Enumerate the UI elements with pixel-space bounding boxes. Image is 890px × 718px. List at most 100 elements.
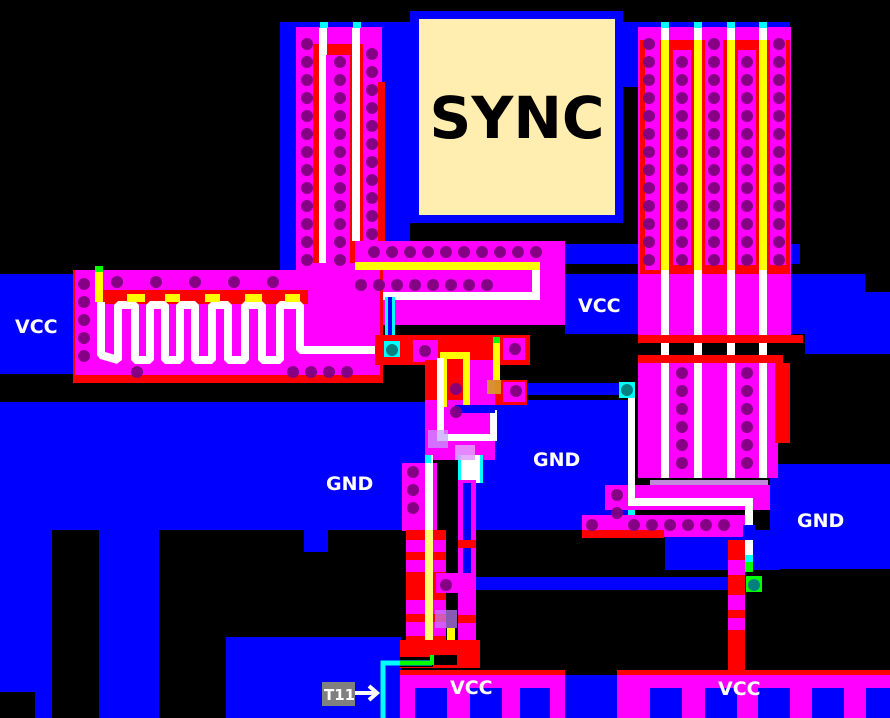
via-dot	[741, 56, 753, 68]
via-dot	[676, 457, 688, 469]
via-dot	[267, 276, 279, 288]
via-dot	[301, 200, 313, 212]
trace	[727, 363, 735, 478]
via-dot	[708, 254, 720, 266]
via-dot	[741, 254, 753, 266]
via-dot	[301, 218, 313, 230]
net-label-vcc-bottom-left: VCC	[450, 677, 493, 699]
via-dot	[287, 366, 299, 378]
via-dot	[301, 74, 313, 86]
via-dot	[708, 74, 720, 86]
via-dot	[643, 110, 655, 122]
gnd-plane-left	[0, 402, 425, 530]
via-dot	[78, 314, 90, 326]
contact-orange	[487, 380, 501, 394]
via-dot	[366, 138, 378, 150]
via-dot	[741, 182, 753, 194]
via-dot	[150, 276, 162, 288]
poly-edge	[378, 82, 385, 242]
comb-gap	[866, 688, 890, 718]
via-dot	[301, 110, 313, 122]
via-dot	[708, 56, 720, 68]
via-dot	[78, 296, 90, 308]
comb-gap	[705, 688, 737, 718]
via-dot	[773, 56, 785, 68]
via-dot	[741, 218, 753, 230]
via-dot	[741, 74, 753, 86]
comb-gap	[415, 688, 447, 718]
contact-green	[493, 337, 500, 343]
contact	[661, 22, 669, 28]
trace	[661, 363, 669, 478]
via-teal	[748, 579, 760, 591]
via-dot	[773, 74, 785, 86]
via-dot	[301, 146, 313, 158]
via-dot	[773, 182, 785, 194]
via-dot	[700, 519, 712, 531]
gate-horizontal	[355, 262, 540, 270]
transistor-lower-stack[interactable]	[400, 455, 480, 668]
poly-edge	[775, 363, 790, 443]
via-dot	[78, 332, 90, 344]
contact-green	[745, 562, 753, 572]
via-dot	[391, 279, 403, 291]
via-dot	[450, 383, 462, 395]
via-dot	[189, 276, 201, 288]
gate-top	[440, 352, 470, 359]
via-dot	[494, 246, 506, 258]
via-dot	[676, 421, 688, 433]
via-dot	[341, 366, 353, 378]
via-dot	[366, 84, 378, 96]
metal-slot	[463, 483, 471, 573]
contact-top-1	[320, 22, 328, 28]
via-dot	[643, 92, 655, 104]
via-dot	[773, 218, 785, 230]
contact	[694, 22, 702, 28]
via-dot	[676, 439, 688, 451]
terminal-t11[interactable]: T11	[322, 682, 381, 706]
trace	[628, 390, 635, 505]
via-dot	[334, 128, 346, 140]
via-dot	[301, 236, 313, 248]
trace	[319, 28, 327, 274]
gate	[727, 40, 735, 270]
via-dot	[334, 146, 346, 158]
resistor-serpentine[interactable]	[73, 266, 383, 383]
trace	[628, 498, 753, 506]
via-dot	[512, 246, 524, 258]
via-dot	[741, 439, 753, 451]
poly-strip	[638, 355, 783, 363]
via-dot	[301, 182, 313, 194]
highlight-square	[435, 610, 457, 628]
via-dot	[773, 128, 785, 140]
via-dot	[509, 343, 521, 355]
diffusion-stripe	[728, 618, 745, 630]
via-dot	[334, 164, 346, 176]
metal-line-lower	[440, 577, 760, 590]
via-dot	[366, 66, 378, 78]
via-dot	[643, 236, 655, 248]
gate	[661, 40, 669, 270]
via-dot	[305, 366, 317, 378]
via-dot	[676, 110, 688, 122]
via-dot	[419, 345, 431, 357]
via-dot	[708, 92, 720, 104]
net-label-gnd-left: GND	[326, 473, 373, 495]
via-dot	[741, 200, 753, 212]
metal-vertical	[388, 297, 392, 347]
via-dot	[773, 236, 785, 248]
trace	[490, 410, 497, 441]
via-dot	[334, 56, 346, 68]
t11-wire[interactable]	[380, 655, 434, 718]
via-dot	[409, 279, 421, 291]
sync-cell[interactable]: SYNC	[419, 19, 615, 215]
contact-top-2	[353, 22, 361, 28]
via-dot	[708, 200, 720, 212]
via-dot	[510, 385, 522, 397]
transistor-center[interactable]	[375, 297, 530, 483]
via-dot	[643, 146, 655, 158]
via-dot	[334, 110, 346, 122]
via-dot	[301, 56, 313, 68]
comb-gap	[520, 688, 550, 718]
